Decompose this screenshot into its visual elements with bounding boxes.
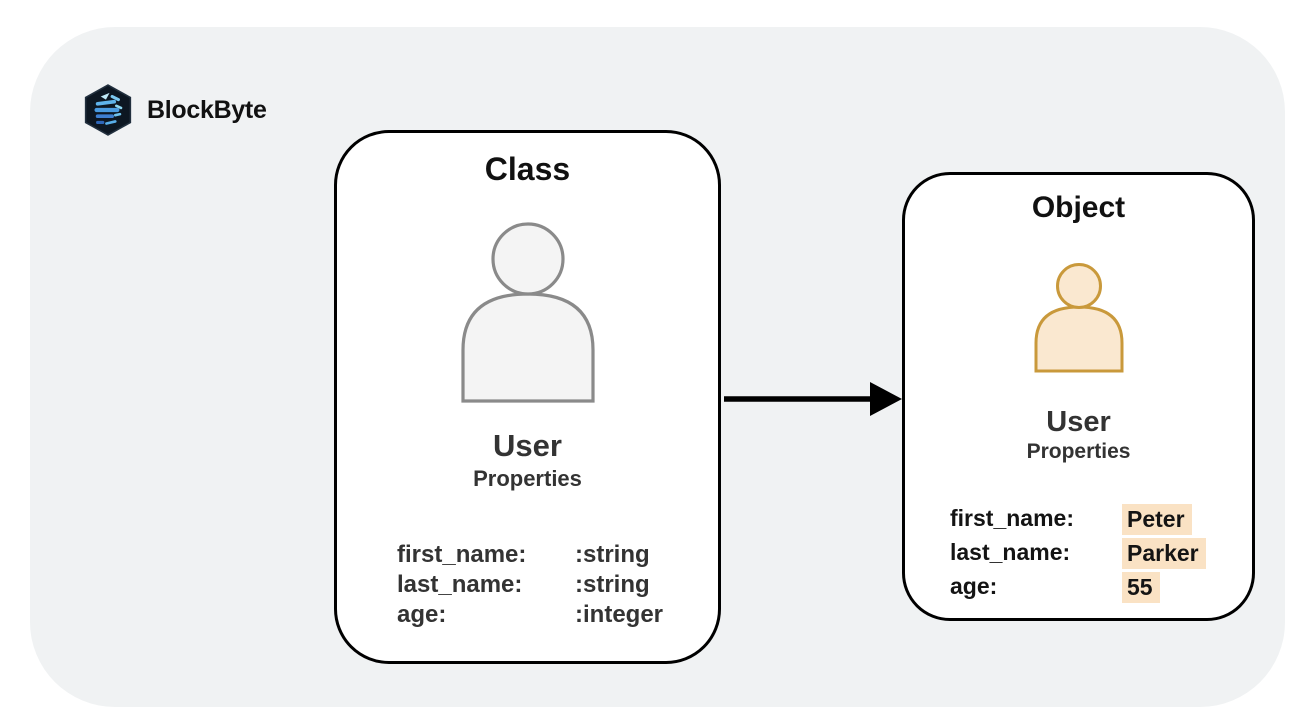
blockbyte-hex-cube-logo-icon xyxy=(84,84,132,136)
property-label: first_name: xyxy=(950,505,1074,531)
brand-name: BlockByte xyxy=(147,95,267,124)
property-row: first_name: :string xyxy=(397,540,663,570)
brand: BlockByte xyxy=(82,84,267,136)
property-value: :string xyxy=(575,571,650,598)
property-value: :integer xyxy=(575,601,664,628)
property-label: first_name: xyxy=(397,541,527,568)
property-label: age: xyxy=(397,601,447,628)
class-entity-name: User xyxy=(493,428,562,463)
diagram-canvas: BlockByte Class User Properties first_na… xyxy=(30,27,1285,707)
user-silhouette-icon xyxy=(458,222,598,404)
user-silhouette-icon xyxy=(1033,263,1125,373)
class-properties-list: first_name: :string last_name: :string a… xyxy=(397,540,663,630)
class-card: Class User Properties first_name: :strin… xyxy=(334,130,721,664)
object-card: Object User Properties first_name: Peter… xyxy=(902,172,1255,621)
arrow-right-icon xyxy=(724,382,902,416)
property-row: last_name: :string xyxy=(397,570,663,600)
class-properties-label: Properties xyxy=(473,466,582,491)
property-row: age: :integer xyxy=(397,600,663,630)
property-label: age: xyxy=(950,573,998,599)
object-entity-name: User xyxy=(1046,406,1111,438)
property-value-highlighted: 55 xyxy=(1122,572,1160,603)
property-row: age: 55 xyxy=(950,572,1206,603)
class-card-title: Class xyxy=(484,151,571,187)
object-properties-list: first_name: Peter last_name: Parker age:… xyxy=(950,504,1206,606)
object-card-title: Object xyxy=(1031,191,1126,224)
property-label: last_name: xyxy=(397,571,523,598)
property-label: last_name: xyxy=(950,539,1071,565)
object-properties-label: Properties xyxy=(1026,440,1131,463)
property-row: first_name: Peter xyxy=(950,504,1206,535)
property-row: last_name: Parker xyxy=(950,538,1206,569)
property-value-highlighted: Peter xyxy=(1122,504,1192,535)
property-value: :string xyxy=(575,541,650,568)
property-value-highlighted: Parker xyxy=(1122,538,1206,569)
